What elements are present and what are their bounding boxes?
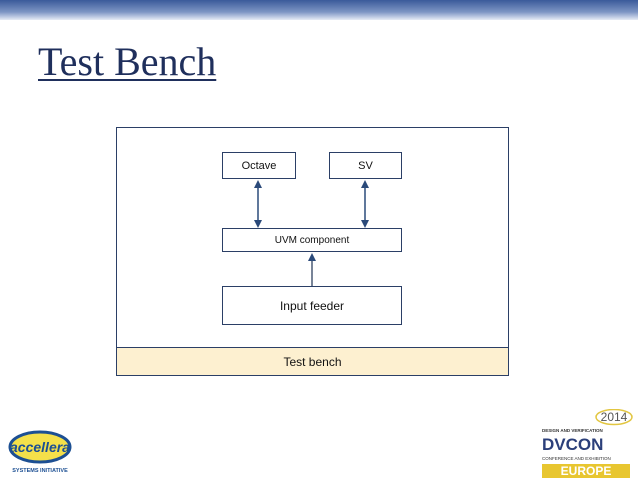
uvm-component-node: UVM component <box>222 228 402 252</box>
slide-title: Test Bench <box>38 39 217 84</box>
top-banner <box>0 0 638 20</box>
svg-text:SYSTEMS INITIATIVE: SYSTEMS INITIATIVE <box>12 468 68 474</box>
sv-node: SV <box>329 152 402 179</box>
svg-text:DESIGN AND VERIFICATION: DESIGN AND VERIFICATION <box>542 428 603 433</box>
svg-text:CONFERENCE AND EXHIBITION: CONFERENCE AND EXHIBITION <box>542 456 611 461</box>
test-bench-label: Test bench <box>116 347 509 376</box>
svg-text:accellera: accellera <box>10 439 70 455</box>
svg-text:DVCON: DVCON <box>542 435 603 454</box>
svg-text:2014: 2014 <box>601 410 628 424</box>
accellera-logo: accellera SYSTEMS INITIATIVE <box>6 430 76 475</box>
octave-node: Octave <box>222 152 296 179</box>
input-feeder-node: Input feeder <box>222 286 402 325</box>
dvcon-europe-logo: 2014 DESIGN AND VERIFICATION DVCON CONFE… <box>542 409 634 478</box>
svg-text:EUROPE: EUROPE <box>561 464 612 478</box>
